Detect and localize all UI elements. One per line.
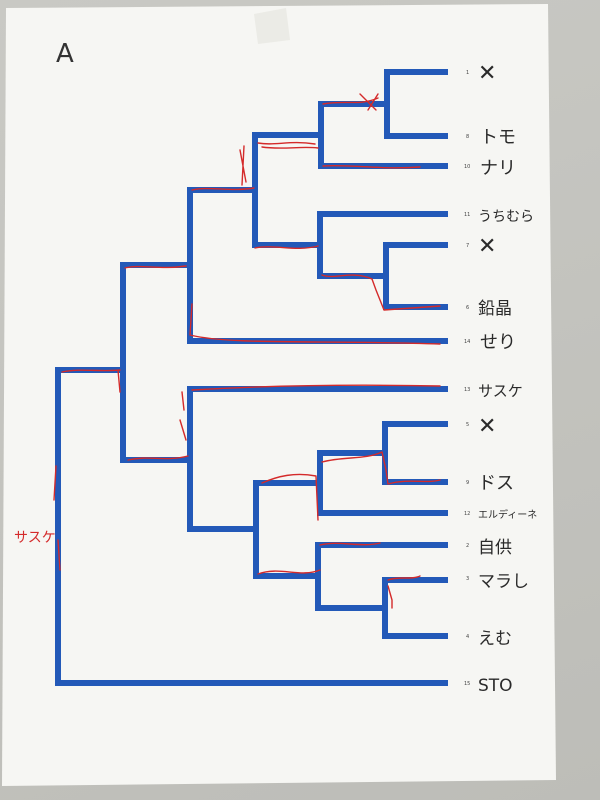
leaf-labels: 1 ✕ 8 トモ 10 ナリ 11 うちむら 7 ✕ 6 鉛晶 14 せり 13… xyxy=(464,61,537,696)
leaf-number: 12 xyxy=(464,511,470,517)
leaf-number: 5 xyxy=(466,422,469,428)
leaf-label: トモ xyxy=(480,127,516,148)
leaf-label: 自供 xyxy=(478,538,512,558)
red-annotations xyxy=(53,93,441,609)
leaf-number: 14 xyxy=(464,339,470,345)
leaf-label: ✕ xyxy=(478,61,496,86)
leaf-number: 4 xyxy=(466,634,469,640)
leaf-number: 1 xyxy=(466,70,469,76)
leaf-label: エルディーネ xyxy=(478,508,537,521)
root-note: サスケ xyxy=(14,530,56,546)
leaf-label: えむ xyxy=(478,629,512,649)
leaf-label: 鉛晶 xyxy=(478,299,512,319)
tape-strip xyxy=(254,8,290,44)
sheet-label: A xyxy=(56,39,74,69)
leaf-label: ナリ xyxy=(480,158,516,179)
paper-sheet xyxy=(2,4,556,786)
leaf-label: うちむら xyxy=(478,209,534,225)
leaf-label: STO xyxy=(478,676,513,696)
leaf-number: 9 xyxy=(466,480,469,486)
leaf-label: ✕ xyxy=(478,414,496,439)
leaf-number: 2 xyxy=(466,543,469,549)
leaf-number: 13 xyxy=(464,387,470,393)
leaf-label: せり xyxy=(480,332,516,353)
leaf-number: 10 xyxy=(464,164,470,170)
leaf-label: ドス xyxy=(478,473,514,494)
branch-join-halves xyxy=(120,262,193,463)
leaf-label: ✕ xyxy=(478,234,496,259)
leaf-number: 11 xyxy=(464,212,470,218)
leaf-number: 7 xyxy=(466,243,469,249)
leaf-number: 6 xyxy=(466,305,469,311)
leaf-label: マラし xyxy=(478,572,529,592)
leaf-number: 3 xyxy=(466,576,469,582)
leaf-number: 8 xyxy=(466,134,469,140)
leaf-label: サスケ xyxy=(478,382,523,400)
leaf-number: 15 xyxy=(464,681,470,687)
